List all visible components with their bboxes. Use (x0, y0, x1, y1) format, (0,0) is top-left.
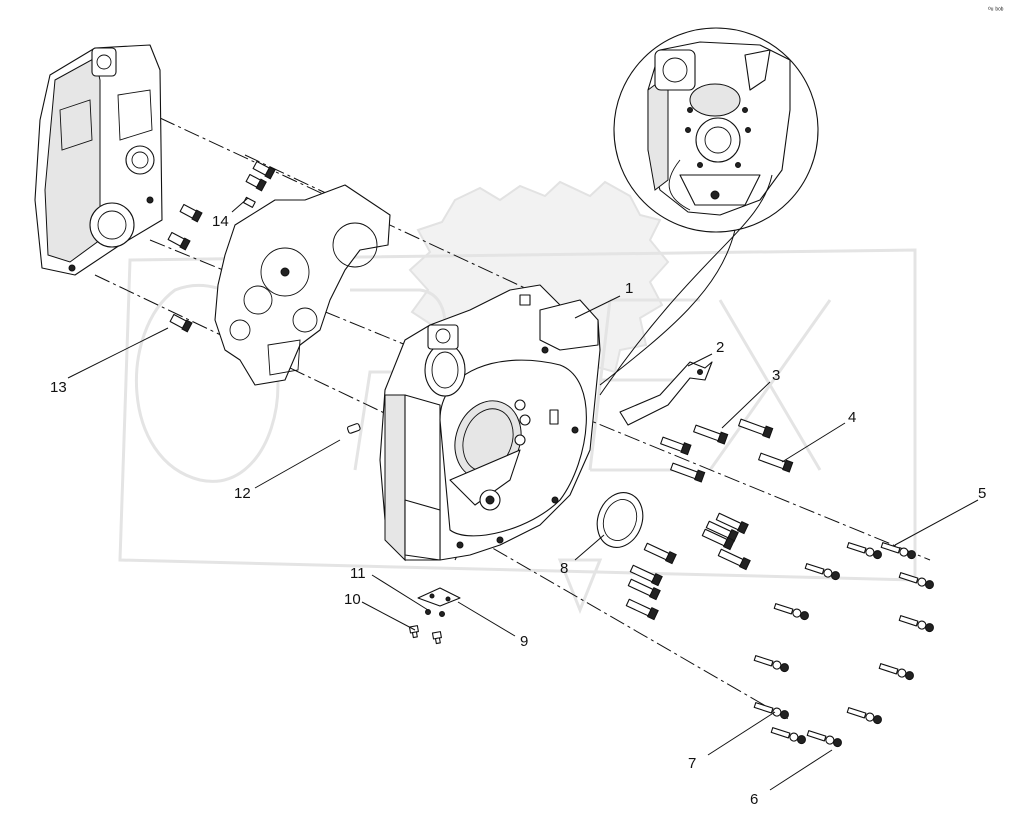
callout-2: 2 (716, 339, 724, 356)
callout-3: 3 (772, 367, 780, 384)
callout-9: 9 (520, 633, 528, 650)
callout-1: 1 (625, 280, 633, 297)
gasket-plate (214, 184, 391, 386)
timing-cover-housing (34, 44, 163, 276)
callout-8: 8 (560, 560, 568, 577)
callout-11: 11 (350, 565, 366, 582)
bolt-group-3-4 (660, 418, 794, 483)
stud-nut-sets (753, 542, 934, 748)
callout-4: 4 (848, 409, 856, 426)
dowel-pin-12 (346, 423, 361, 434)
bracket-2 (619, 361, 713, 426)
leader-lines (67, 197, 979, 791)
flywheel-housing (379, 284, 601, 562)
callout-12: 12 (234, 485, 251, 502)
bolt-group-14 (167, 160, 276, 251)
screw-10 (408, 625, 442, 645)
washer-11 (425, 609, 445, 617)
bolt-13 (169, 313, 193, 333)
detail-view-inset (599, 27, 819, 396)
callout-10: 10 (344, 591, 361, 608)
callout-14: 14 (212, 213, 229, 230)
corner-mark: ⁰ᵘ ᵇᵒᵇ (988, 6, 1004, 14)
cover-plate-9 (417, 587, 461, 607)
oil-seal-8 (596, 492, 644, 548)
callout-6: 6 (750, 791, 758, 808)
callout-5: 5 (978, 485, 986, 502)
callout-13: 13 (50, 379, 67, 396)
callout-7: 7 (688, 755, 696, 772)
callout-labels: 1 2 3 4 5 6 7 8 9 10 11 12 13 14 ⁰ᵘ ᵇᵒᵇ (50, 6, 1004, 808)
bolt-cluster-center (625, 512, 751, 621)
